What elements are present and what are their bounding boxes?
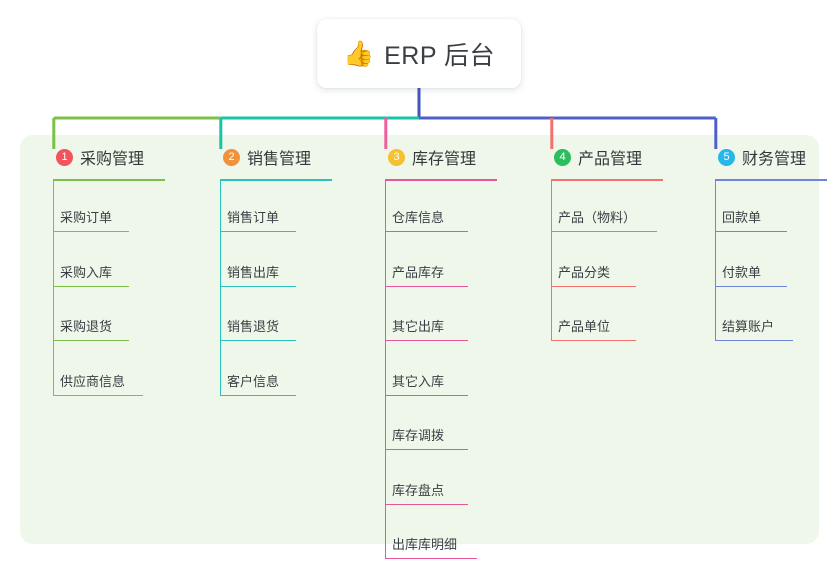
column-header-rule-3	[385, 179, 497, 181]
leaf-label: 库存盘点	[392, 482, 445, 498]
leaf-rule	[220, 394, 296, 396]
leaf-label: 采购入库	[60, 264, 113, 280]
leaf-label: 库存调拨	[392, 428, 445, 443]
column-header-rule-2	[220, 179, 332, 181]
column-title-1: 采购管理	[80, 151, 145, 168]
column-2: 2 销售管理销售订单销售出库销售退货客户信息	[205, 144, 332, 396]
leaf-rule	[220, 231, 296, 232]
leaf-rule	[551, 340, 636, 341]
leaf-label: 产品单位	[558, 319, 611, 334]
leaf-label: 产品（物料）	[558, 210, 637, 225]
leaf-rule	[551, 231, 657, 232]
column-spine-2	[220, 179, 221, 395]
column-spine-3	[385, 179, 386, 558]
leaf-rule	[385, 231, 468, 232]
leaf-rule	[220, 340, 296, 341]
leaf-rule	[385, 340, 468, 341]
leaf-rule	[385, 503, 468, 505]
leaf-rule	[385, 394, 468, 396]
column-badge-2: 2	[223, 148, 240, 166]
leaf-rule	[385, 558, 477, 559]
leaf-label: 其它入库	[392, 373, 445, 389]
leaf-label: 仓库信息	[392, 210, 445, 225]
leaf-label: 销售订单	[227, 210, 280, 225]
leaf-rule	[53, 231, 129, 232]
column-spine-5	[715, 179, 716, 340]
column-title-5: 财务管理	[742, 151, 807, 168]
column-badge-1: 1	[56, 148, 73, 166]
column-badge-3: 3	[388, 148, 405, 166]
leaf-label: 采购订单	[60, 210, 113, 225]
column-title-2: 销售管理	[247, 151, 312, 168]
leaf-rule	[551, 285, 636, 287]
column-badge-5: 5	[718, 148, 735, 166]
root-title: ERP 后台	[384, 41, 496, 70]
column-header-2[interactable]: 2 销售管理	[205, 144, 311, 170]
column-5: 5 财务管理回款单付款单结算账户	[700, 144, 827, 341]
column-spine-1	[53, 179, 54, 395]
leaf-rule	[53, 394, 143, 396]
leaf-label: 产品分类	[558, 264, 611, 280]
leaf-rule	[220, 285, 296, 287]
leaf-rule	[715, 340, 793, 341]
column-badge-4: 4	[554, 148, 571, 166]
column-header-rule-4	[551, 179, 663, 181]
column-header-rule-1	[53, 179, 165, 181]
column-header-1[interactable]: 1 采购管理	[38, 144, 144, 170]
leaf-rule	[385, 449, 468, 450]
leaf-label: 客户信息	[227, 373, 280, 389]
leaf-label: 销售出库	[227, 264, 280, 280]
thumbs-up-icon: 👍	[342, 39, 375, 68]
diagram-panel	[20, 135, 819, 544]
column-header-3[interactable]: 3 库存管理	[370, 144, 476, 170]
root-node[interactable]: 👍 ERP 后台	[317, 19, 521, 88]
leaf-label: 销售退货	[227, 319, 280, 334]
column-title-3: 库存管理	[412, 151, 477, 168]
leaf-label: 产品库存	[392, 264, 445, 280]
leaf-rule	[715, 231, 787, 232]
column-header-4[interactable]: 4 产品管理	[536, 144, 642, 170]
column-header-rule-5	[715, 179, 827, 181]
column-3: 3 库存管理仓库信息产品库存其它出库其它入库库存调拨库存盘点出库库明细	[370, 144, 497, 559]
leaf-label: 采购退货	[60, 319, 113, 334]
leaf-rule	[715, 285, 787, 287]
leaf-rule	[53, 285, 129, 287]
leaf-rule	[385, 285, 468, 287]
leaf-rule	[53, 340, 129, 341]
leaf-label: 其它出库	[392, 319, 445, 334]
column-title-4: 产品管理	[578, 151, 643, 168]
column-spine-4	[551, 179, 552, 340]
leaf-label: 回款单	[722, 210, 762, 225]
leaf-label: 付款单	[722, 264, 762, 280]
column-4: 4 产品管理产品（物料） 产品分类产品单位	[536, 144, 663, 341]
leaf-label: 供应商信息	[60, 373, 126, 389]
column-header-5[interactable]: 5 财务管理	[700, 144, 806, 170]
leaf-label: 结算账户	[722, 319, 775, 334]
leaf-label: 出库库明细	[392, 537, 458, 552]
column-1: 1 采购管理采购订单采购入库采购退货供应商信息	[38, 144, 165, 396]
